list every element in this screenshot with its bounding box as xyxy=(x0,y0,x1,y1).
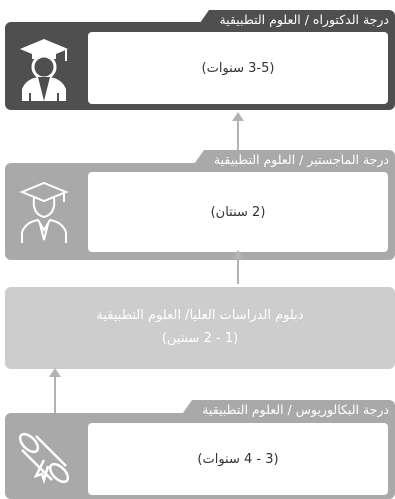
diploma-duration: (1 - 2 سنتين) xyxy=(161,331,239,346)
graduate-outline-icon xyxy=(5,172,83,252)
master-duration: (2 سنتان) xyxy=(88,172,388,252)
bachelor-label: درجة البكالوريوس / العلوم التطبيقية xyxy=(178,400,395,420)
arrow-up-icon xyxy=(49,368,61,414)
master-label: درجة الماجستير / العلوم التطبيقية xyxy=(189,150,395,170)
diploma-scroll-icon xyxy=(5,420,83,496)
graduate-cap-icon xyxy=(5,30,83,108)
doctorate-duration: (3-5 سنوات) xyxy=(88,32,388,104)
doctorate-label: درجة الدكتوراه / العلوم التطبيقية xyxy=(195,10,395,30)
arrow-up-icon xyxy=(232,112,244,150)
bachelor-duration: (3 - 4 سنوات) xyxy=(88,423,388,495)
diploma-block xyxy=(5,287,395,369)
diploma-title: دبلوم الدراسات العليا/ العلوم التطبيقية xyxy=(96,308,304,323)
arrow-up-icon xyxy=(232,250,244,284)
